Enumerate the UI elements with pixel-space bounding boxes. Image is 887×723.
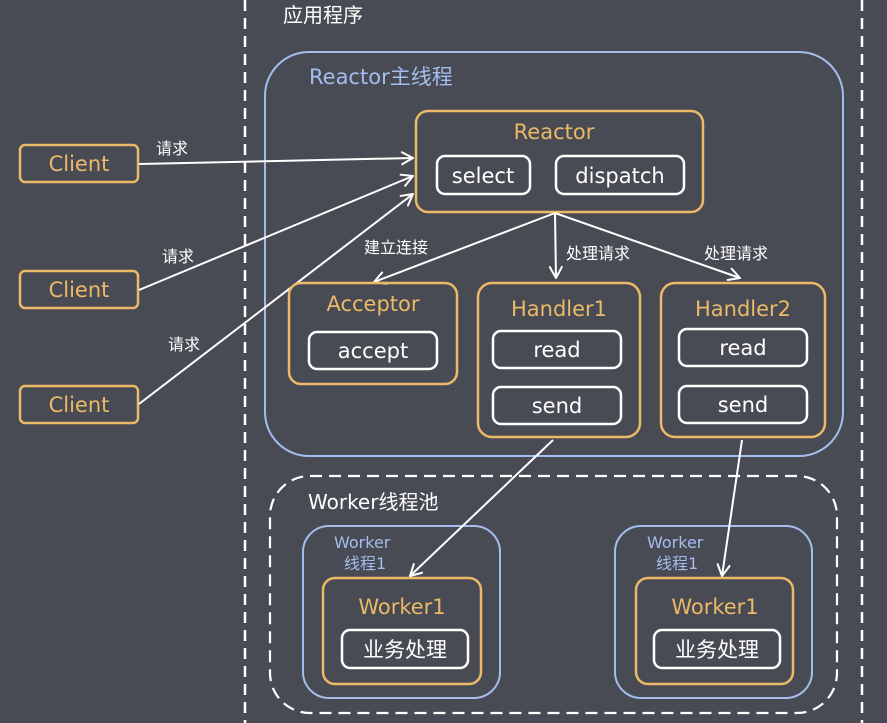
- edge-handler1-to-worker: [409, 439, 554, 577]
- edge-label-handle-2: 处理请求: [704, 244, 768, 263]
- worker-thread-pool-label: Worker线程池: [308, 490, 438, 514]
- select-box: [435, 154, 532, 196]
- worker-thread-border: [302, 525, 501, 699]
- client-2: Client: [18, 269, 140, 310]
- client-box: [18, 384, 140, 425]
- reactor-label: Reactor: [514, 120, 595, 144]
- worker-thread-border: [614, 525, 813, 699]
- edge-reactor-to-handler1: [548, 212, 563, 279]
- accept-box: [307, 330, 439, 371]
- edge-reactor-to-handler2: [554, 212, 741, 282]
- handler1-box: [476, 281, 642, 439]
- handler1-send-label: send: [532, 394, 583, 418]
- dispatch-label: dispatch: [575, 164, 664, 188]
- accept-label: accept: [338, 339, 408, 363]
- acceptor-label: Acceptor: [326, 292, 419, 316]
- app-label: 应用程序: [283, 3, 363, 27]
- handler1-component: Handler1 read send: [476, 281, 642, 439]
- edge-client1-to-reactor: [138, 151, 414, 166]
- handler1-send-box: [491, 385, 623, 426]
- edge-label-request-2: 请求: [162, 247, 194, 266]
- worker-thread-title-line1: Worker: [647, 533, 704, 552]
- select-label: select: [452, 164, 514, 188]
- handler2-label: Handler2: [695, 297, 791, 321]
- acceptor-component: Acceptor accept: [287, 281, 459, 386]
- worker-thread-pool-border: [268, 474, 839, 715]
- client-label: Client: [49, 393, 110, 417]
- handler2-send-box: [677, 384, 809, 425]
- client-label: Client: [49, 278, 110, 302]
- reactor-main-thread-border: [264, 51, 844, 457]
- worker-thread-title-line2: 线程1: [344, 554, 386, 573]
- client-label: Client: [49, 152, 110, 176]
- handler2-box: [659, 281, 827, 439]
- edge-label-connect: 建立连接: [364, 238, 428, 257]
- business-task-box: [340, 628, 470, 670]
- business-task-box: [652, 628, 782, 670]
- client-3: Client: [18, 384, 140, 425]
- edge-client3-to-reactor: [138, 193, 414, 405]
- worker-label: Worker1: [358, 595, 445, 619]
- handler2-read-box: [677, 327, 809, 368]
- dispatch-box: [554, 154, 686, 196]
- dispatch-op: dispatch: [554, 154, 686, 196]
- select-op: select: [435, 154, 532, 196]
- edge-reactor-to-acceptor: [373, 212, 556, 285]
- client-box: [18, 143, 140, 184]
- reactor-main-thread: Reactor主线程: [264, 51, 844, 457]
- business-task-label: 业务处理: [675, 638, 759, 662]
- edge-handler2-to-worker: [716, 439, 743, 577]
- handler1-read-label: read: [533, 338, 580, 362]
- worker-thread-title-line1: Worker: [334, 533, 391, 552]
- acceptor-box: [287, 281, 459, 386]
- edge-client2-to-reactor: [138, 173, 414, 291]
- handler1-label: Handler1: [511, 297, 607, 321]
- edge-label-handle-1: 处理请求: [566, 244, 630, 263]
- client-box: [18, 269, 140, 310]
- worker-box: [321, 576, 483, 686]
- handler1-read-box: [491, 329, 623, 370]
- business-task-label: 业务处理: [363, 638, 447, 662]
- edge-label-request-1: 请求: [156, 139, 188, 158]
- client-1: Client: [18, 143, 140, 184]
- worker-thread-left: Worker 线程1 Worker1 业务处理: [302, 525, 501, 699]
- reactor-main-thread-label: Reactor主线程: [309, 65, 453, 89]
- edge-label-request-3: 请求: [168, 335, 200, 354]
- handler2-send-label: send: [718, 393, 769, 417]
- handler2-read-label: read: [719, 336, 766, 360]
- worker-thread-pool: Worker线程池: [268, 474, 839, 715]
- worker-label: Worker1: [671, 595, 758, 619]
- reactor-box: [414, 109, 705, 214]
- worker-box: [634, 576, 795, 686]
- reactor-component: Reactor select dispatch: [414, 109, 705, 214]
- handler2-component: Handler2 read send: [659, 281, 827, 439]
- worker-thread-title-line2: 线程1: [656, 554, 698, 573]
- worker-thread-right: Worker 线程1 Worker1 业务处理: [614, 525, 813, 699]
